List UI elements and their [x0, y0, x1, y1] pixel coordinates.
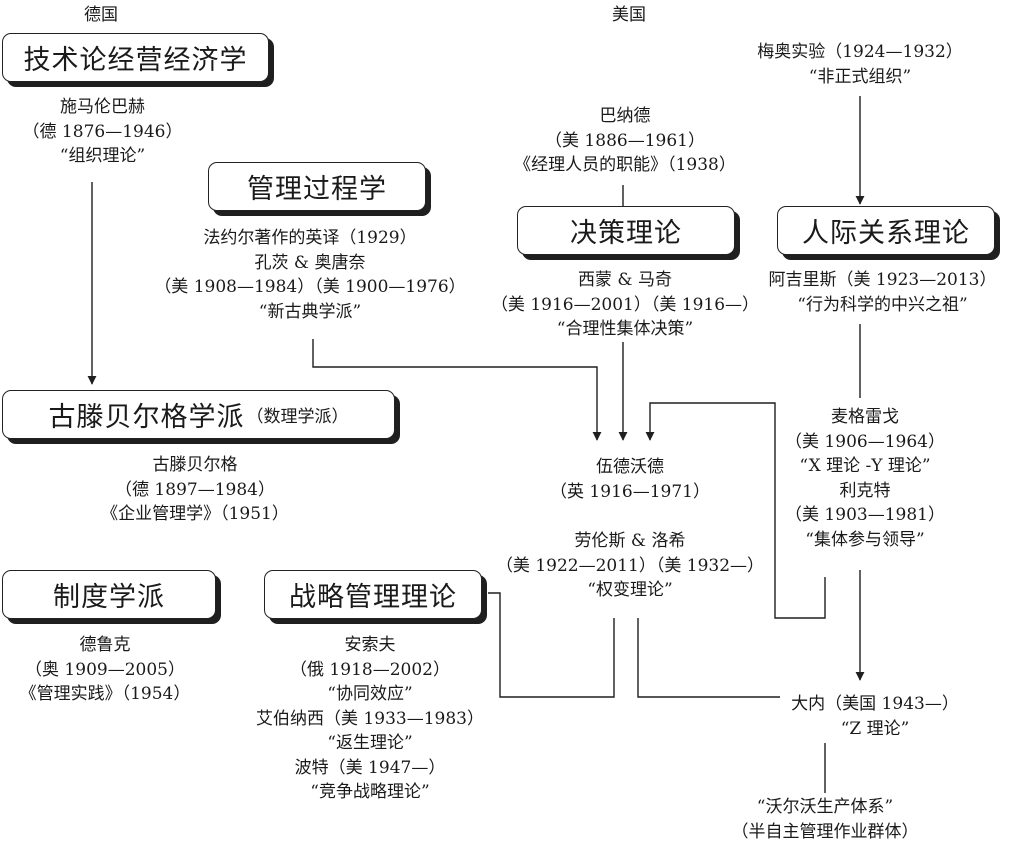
text-simon-line: 西蒙 & 马奇: [480, 268, 770, 293]
text-schmalenbach: 施马伦巴赫 （德 1876—1946） “组织理论”: [0, 95, 205, 169]
text-mayo-line: “非正式组织”: [730, 65, 990, 90]
text-barnard-line: （美 1886—1961）: [490, 129, 760, 154]
text-woodward-line: （英 1916—1971）: [530, 480, 730, 505]
box-management-process-label: 管理过程学: [247, 167, 387, 206]
text-strategy-scholars-line: “竞争战略理论”: [235, 780, 505, 805]
country-label-germany: 德国: [84, 0, 118, 25]
box-gutenberg-school-sub: （数理学派）: [247, 402, 349, 427]
text-strategy-scholars: 安索夫 （俄 1918—2002） “协同效应” 艾伯纳西（美 1933—198…: [235, 633, 505, 805]
text-strategy-scholars-line: 波特（美 1947—）: [235, 756, 505, 781]
text-strategy-scholars-line: “返生理论”: [235, 731, 505, 756]
text-argyris-line: “行为科学的中兴之祖”: [760, 293, 1005, 318]
text-lawrence-lorsch-line: （美 1922—2011）（美 1932—）: [495, 554, 765, 579]
box-gutenberg-school-label: 古滕贝尔格学派: [49, 395, 245, 434]
box-strategic-management[interactable]: 战略管理理论: [264, 570, 482, 619]
text-koontz-line: （美 1908—1984）（美 1900—1976）: [150, 275, 470, 300]
box-human-relations[interactable]: 人际关系理论: [777, 206, 995, 255]
text-ouchi-line: 大内（美国 1943—）: [770, 692, 980, 717]
text-gutenberg-person-line: 古滕贝尔格: [60, 453, 330, 478]
text-simon: 西蒙 & 马奇 （美 1916—2001）（美 1916—） “合理性集体决策”: [480, 268, 770, 342]
text-drucker-line: （奥 1909—2005）: [0, 658, 210, 683]
text-strategy-scholars-line: （俄 1918—2002）: [235, 658, 505, 683]
text-mayo: 梅奥实验（1924—1932） “非正式组织”: [730, 40, 990, 89]
text-mcgregor-line: “集体参与领导”: [760, 528, 970, 553]
text-lawrence-lorsch-line: “权变理论”: [495, 578, 765, 603]
box-decision-theory[interactable]: 决策理论: [517, 206, 735, 255]
text-gutenberg-person-line: 《企业管理学》（1951）: [60, 502, 330, 527]
text-mcgregor: 麦格雷戈 （美 1906—1964） “X 理论 -Y 理论” 利克特 （美 1…: [760, 405, 970, 552]
text-barnard: 巴纳德 （美 1886—1961） 《经理人员的职能》（1938）: [490, 104, 760, 178]
text-barnard-line: 《经理人员的职能》（1938）: [490, 153, 760, 178]
text-mcgregor-line: 利克特: [760, 479, 970, 504]
text-volvo: “沃尔沃生产体系” （半自主管理作业群体）: [710, 795, 940, 844]
text-barnard-line: 巴纳德: [490, 104, 760, 129]
box-institutional-school[interactable]: 制度学派: [2, 570, 216, 619]
box-institutional-school-label: 制度学派: [53, 575, 165, 614]
text-schmalenbach-line: （德 1876—1946）: [0, 120, 205, 145]
text-volvo-line: “沃尔沃生产体系”: [710, 795, 940, 820]
text-drucker-line: 德鲁克: [0, 633, 210, 658]
box-management-process[interactable]: 管理过程学: [208, 162, 426, 211]
text-volvo-line: （半自主管理作业群体）: [710, 820, 940, 844]
text-schmalenbach-line: 施马伦巴赫: [0, 95, 205, 120]
text-mcgregor-line: （美 1906—1964）: [760, 430, 970, 455]
text-ouchi-line: “Z 理论”: [770, 717, 980, 742]
box-strategic-management-label: 战略管理理论: [289, 575, 457, 614]
text-koontz-line: 法约尔著作的英译（1929）: [150, 226, 470, 251]
country-label-usa: 美国: [612, 0, 646, 25]
box-human-relations-label: 人际关系理论: [802, 211, 970, 250]
text-woodward-line: 伍德沃德: [530, 455, 730, 480]
text-woodward: 伍德沃德 （英 1916—1971）: [530, 455, 730, 504]
text-mayo-line: 梅奥实验（1924—1932）: [730, 40, 990, 65]
line-contingency-to-ouchi: [638, 618, 780, 697]
text-koontz-line: “新古典学派”: [150, 300, 470, 325]
text-gutenberg-person-line: （德 1897—1984）: [60, 478, 330, 503]
text-simon-line: “合理性集体决策”: [480, 317, 770, 342]
text-strategy-scholars-line: “协同效应”: [235, 682, 505, 707]
text-argyris-line: 阿吉里斯（美 1923—2013）: [760, 268, 1005, 293]
text-koontz-line: 孔茨 & 奥唐奈: [150, 251, 470, 276]
text-ouchi: 大内（美国 1943—） “Z 理论”: [770, 692, 980, 741]
text-argyris: 阿吉里斯（美 1923—2013） “行为科学的中兴之祖”: [760, 268, 1005, 317]
text-simon-line: （美 1916—2001）（美 1916—）: [480, 293, 770, 318]
text-gutenberg-person: 古滕贝尔格 （德 1897—1984） 《企业管理学》（1951）: [60, 453, 330, 527]
text-koontz: 法约尔著作的英译（1929） 孔茨 & 奥唐奈 （美 1908—1984）（美 …: [150, 226, 470, 324]
box-tech-economics-label: 技术论经营经济学: [24, 38, 248, 77]
text-schmalenbach-line: “组织理论”: [0, 144, 205, 169]
text-drucker: 德鲁克 （奥 1909—2005） 《管理实践》（1954）: [0, 633, 210, 707]
box-gutenberg-school[interactable]: 古滕贝尔格学派 （数理学派）: [2, 390, 395, 439]
text-lawrence-lorsch: 劳伦斯 & 洛希 （美 1922—2011）（美 1932—） “权变理论”: [495, 529, 765, 603]
text-mcgregor-line: “X 理论 -Y 理论”: [760, 454, 970, 479]
text-mcgregor-line: 麦格雷戈: [760, 405, 970, 430]
box-decision-theory-label: 决策理论: [570, 211, 682, 250]
text-mcgregor-line: （美 1903—1981）: [760, 503, 970, 528]
text-drucker-line: 《管理实践》（1954）: [0, 682, 210, 707]
text-strategy-scholars-line: 安索夫: [235, 633, 505, 658]
box-tech-economics[interactable]: 技术论经营经济学: [2, 33, 269, 82]
text-strategy-scholars-line: 艾伯纳西（美 1933—1983）: [235, 707, 505, 732]
text-lawrence-lorsch-line: 劳伦斯 & 洛希: [495, 529, 765, 554]
line-strategic-to-contingency: [488, 593, 614, 697]
